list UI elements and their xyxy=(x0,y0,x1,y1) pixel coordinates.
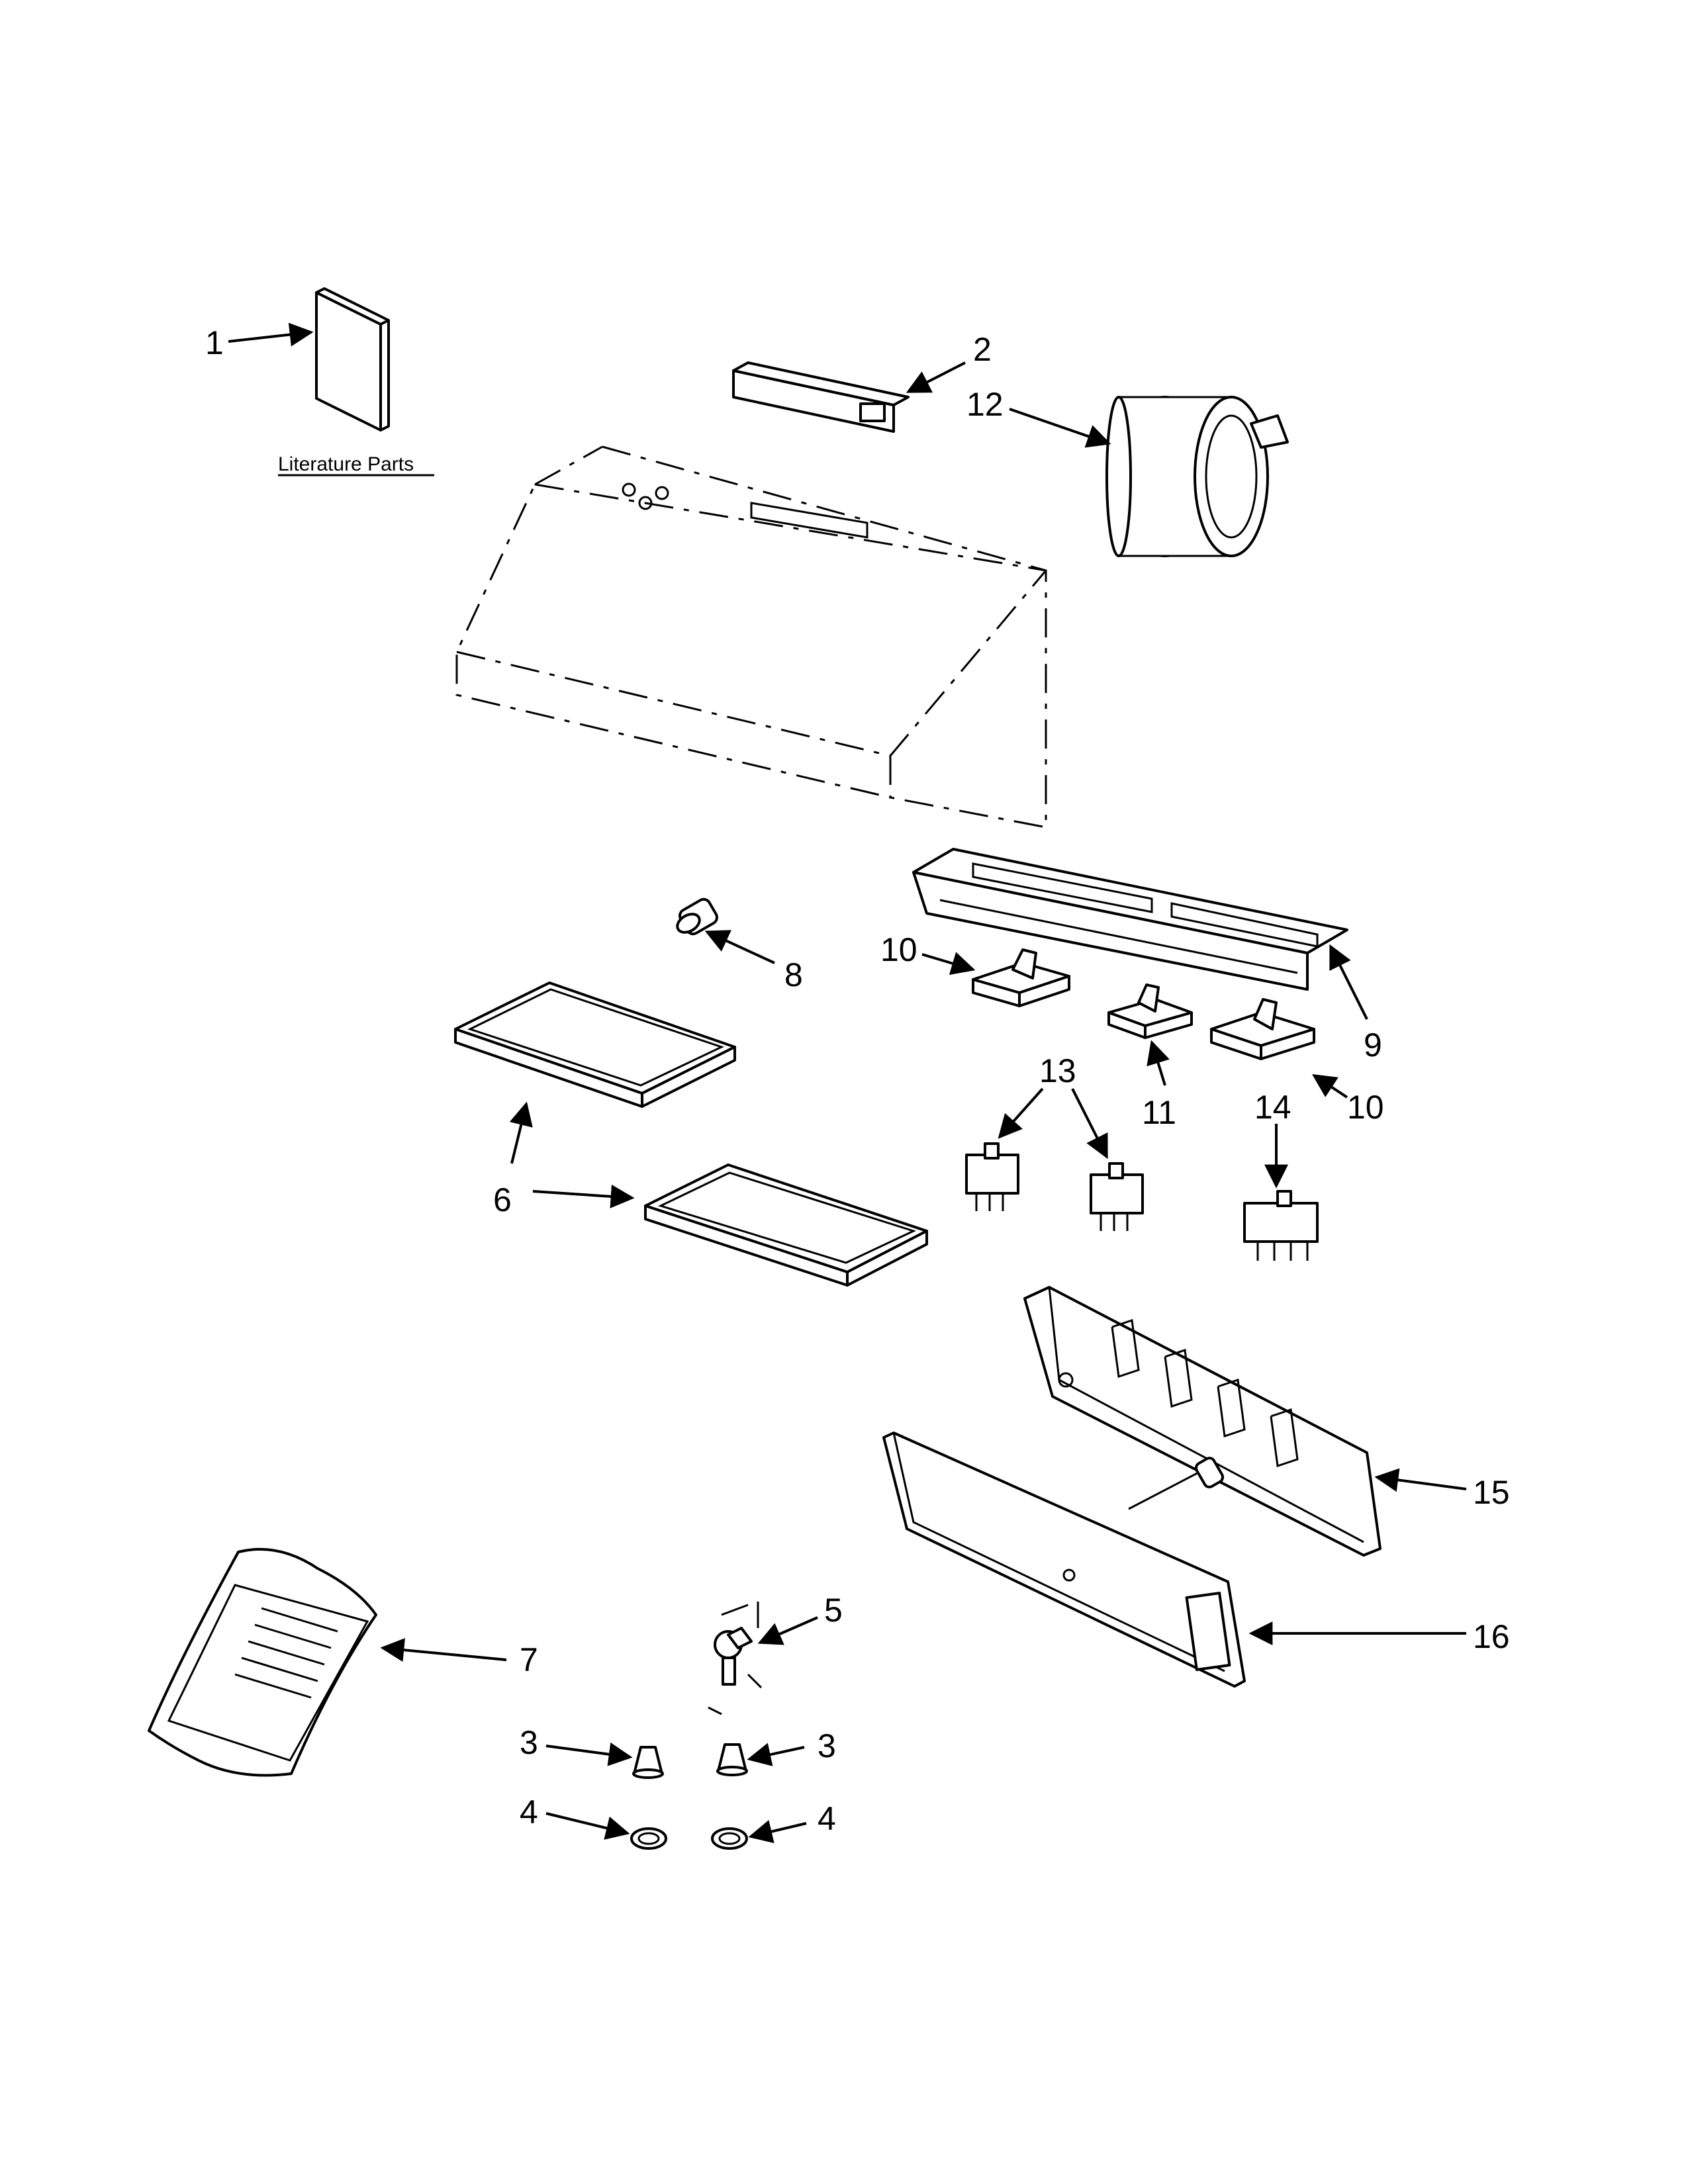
leader-8 xyxy=(704,930,775,964)
part-lens-left xyxy=(630,1827,667,1850)
leader-4-left xyxy=(545,1812,630,1840)
callout-1: 1 xyxy=(205,324,224,361)
leader-15 xyxy=(1374,1468,1467,1492)
part-slide-switch-right xyxy=(1090,1162,1144,1231)
leader-3-left xyxy=(545,1742,633,1766)
callout-11: 11 xyxy=(1142,1094,1176,1131)
callout-8: 8 xyxy=(784,956,803,993)
leader-12 xyxy=(1009,408,1111,448)
literature-parts-label: Literature Parts xyxy=(278,453,414,475)
part-switch-knob-left xyxy=(972,948,1070,1007)
part-control-panel-frame xyxy=(912,848,1348,991)
hood-outline xyxy=(455,445,1047,829)
part-lamp-left xyxy=(632,1746,664,1779)
part-damper-bracket xyxy=(732,361,910,433)
part-instruction-sheet xyxy=(148,1547,377,1777)
part-lamp-right xyxy=(716,1743,748,1776)
part-control-housing xyxy=(1023,1286,1382,1557)
callout-16: 16 xyxy=(1473,1618,1510,1655)
leader-9 xyxy=(1329,944,1368,1020)
leader-4-right xyxy=(748,1819,807,1844)
callout-3-left: 3 xyxy=(520,1724,538,1761)
part-slide-switch-14 xyxy=(1243,1190,1319,1261)
leader-13-left xyxy=(998,1087,1044,1139)
leader-5 xyxy=(757,1616,818,1645)
leader-7 xyxy=(380,1638,507,1662)
callout-15: 15 xyxy=(1473,1474,1510,1511)
part-grease-filter-upper xyxy=(454,981,736,1108)
part-switch-knob-right xyxy=(1210,998,1315,1060)
callout-3-right: 3 xyxy=(818,1727,836,1764)
leader-10-right xyxy=(1311,1074,1348,1099)
callout-2: 2 xyxy=(973,331,992,368)
callout-10-left: 10 xyxy=(880,931,917,968)
callout-7: 7 xyxy=(520,1641,538,1678)
leader-11 xyxy=(1147,1040,1170,1086)
part-lamp-holder xyxy=(708,1602,763,1715)
callout-5: 5 xyxy=(824,1592,843,1629)
leader-3-right xyxy=(747,1743,805,1766)
leader-13-right xyxy=(1071,1088,1108,1160)
part-switch-knob-center xyxy=(1107,983,1193,1039)
leader-1 xyxy=(228,322,314,347)
part-light-socket xyxy=(676,897,718,936)
callout-14: 14 xyxy=(1254,1089,1291,1126)
part-blower-motor xyxy=(1105,396,1289,557)
part-literature-booklet xyxy=(315,287,390,432)
part-slide-switch-left xyxy=(965,1142,1019,1211)
leader-10-left xyxy=(921,952,976,975)
callout-4-right: 4 xyxy=(818,1800,836,1837)
callout-10-right: 10 xyxy=(1347,1089,1384,1126)
callout-4-left: 4 xyxy=(520,1794,538,1831)
leader-6-upper xyxy=(509,1101,533,1164)
leader-2 xyxy=(906,361,966,393)
callout-6: 6 xyxy=(493,1181,512,1218)
part-control-board xyxy=(882,1432,1246,1688)
part-lens-right xyxy=(711,1827,748,1850)
leader-6-lower xyxy=(532,1184,635,1208)
callout-13: 13 xyxy=(1039,1052,1076,1089)
part-grease-filter-lower xyxy=(644,1163,928,1287)
callout-12: 12 xyxy=(966,386,1004,423)
callout-9: 9 xyxy=(1364,1026,1382,1064)
